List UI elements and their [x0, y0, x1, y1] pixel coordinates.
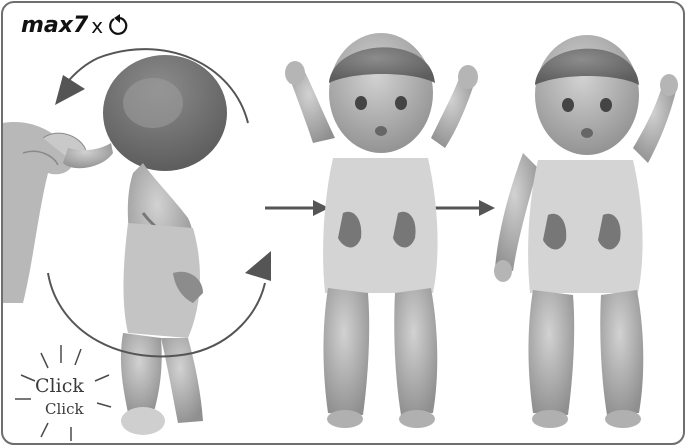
doll-arms-relaxed	[494, 35, 678, 428]
step-arrow-1	[265, 200, 329, 216]
click-sound-text-1: Click	[35, 375, 84, 397]
multiplier-sign: x	[91, 14, 103, 38]
step-arrow-2	[433, 200, 495, 216]
click-sound-text-2: Click	[45, 400, 84, 418]
doll-arms-raised	[285, 33, 478, 428]
illustration	[3, 3, 685, 445]
rotate-ccw-icon	[106, 14, 130, 38]
max-count: max7	[21, 13, 88, 38]
rotation-count-label: max7 x	[21, 13, 130, 38]
doll-back-view	[63, 55, 227, 435]
